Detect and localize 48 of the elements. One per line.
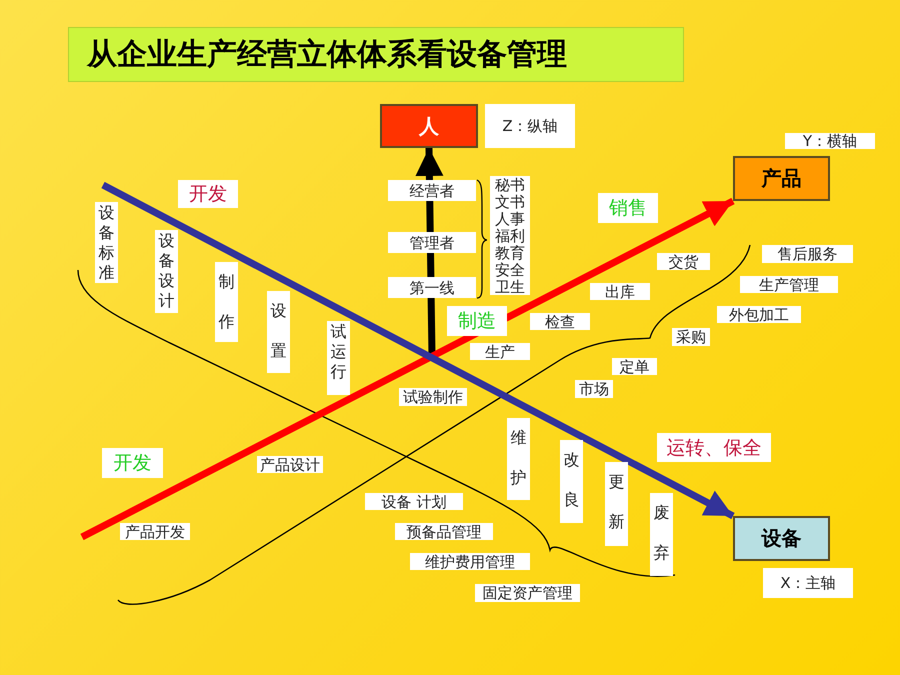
- text-label: 安全: [490, 261, 530, 278]
- axis-box: 人: [380, 104, 478, 148]
- vertical-label: 设置: [267, 291, 290, 373]
- text-label: 外包加工: [717, 306, 801, 323]
- phase-label: 制造: [447, 306, 507, 336]
- text-label: 第一线: [388, 277, 476, 298]
- axis-label: X：主轴: [763, 568, 853, 598]
- text-label: 秘书: [490, 176, 530, 193]
- text-label: 产品设计: [257, 456, 323, 473]
- text-label: 设备 计划: [365, 493, 463, 510]
- text-label: 生产: [470, 343, 530, 360]
- text-label: 产品开发: [120, 523, 190, 540]
- text-label: 出库: [590, 283, 650, 300]
- vertical-label: 维护: [507, 418, 530, 500]
- text-label: 卫生: [490, 278, 530, 295]
- phase-label: 开发: [178, 180, 238, 208]
- text-label: 售后服务: [762, 245, 853, 263]
- axis-label: Z：纵轴: [485, 104, 575, 148]
- vertical-label: 制作: [215, 262, 238, 342]
- vertical-label: 设备设计: [155, 230, 178, 313]
- text-label: 交货: [657, 253, 710, 270]
- phase-label: 销售: [598, 193, 658, 223]
- phase-label: 开发: [102, 448, 163, 478]
- axis-label: Y：横轴: [785, 133, 875, 149]
- text-label: 检查: [530, 313, 590, 330]
- text-label: 经营者: [388, 180, 476, 201]
- title-banner: 从企业生产经营立体体系看设备管理: [68, 27, 684, 82]
- text-label: 市场: [575, 380, 613, 398]
- vertical-label: 更新: [605, 462, 628, 546]
- vertical-label: 改良: [560, 440, 583, 523]
- text-label: 文书: [490, 193, 530, 210]
- vertical-label: 废弃: [650, 493, 673, 576]
- phase-label: 运转、保全: [657, 433, 771, 462]
- text-label: 采购: [672, 328, 710, 346]
- axis-box: 设备: [733, 516, 830, 561]
- vertical-label: 设备标准: [95, 202, 118, 283]
- text-label: 福利: [490, 227, 530, 244]
- text-label: 教育: [490, 244, 530, 261]
- text-label: 生产管理: [740, 276, 838, 293]
- text-label: 管理者: [388, 232, 476, 253]
- text-label: 试验制作: [399, 388, 467, 406]
- text-label: 人事: [490, 210, 530, 227]
- text-label: 维护费用管理: [410, 553, 530, 570]
- text-label: 预备品管理: [395, 523, 493, 540]
- text-label: 固定资产管理: [475, 584, 580, 602]
- axis-box: 产品: [733, 156, 830, 201]
- vertical-label: 试运行: [327, 321, 350, 395]
- text-label: 定单: [612, 358, 657, 375]
